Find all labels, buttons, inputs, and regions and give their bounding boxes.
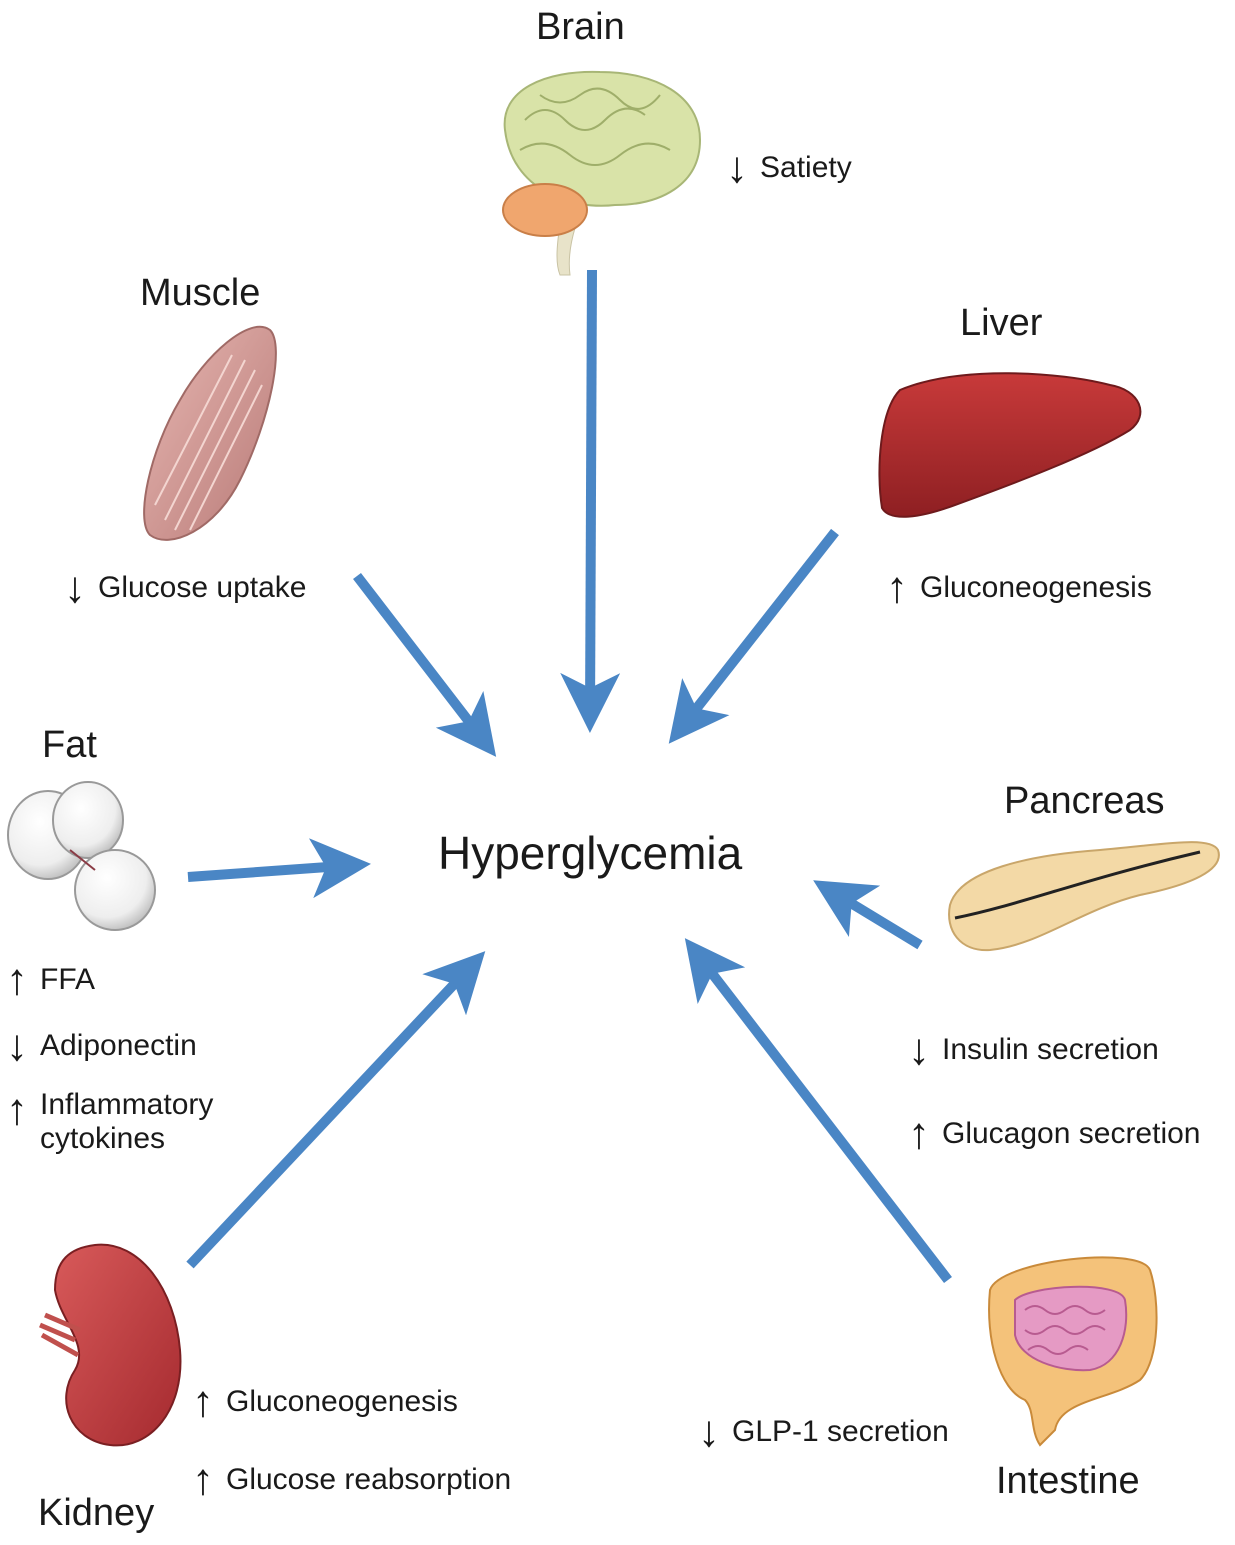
up-arrow-icon: ↑	[908, 1109, 930, 1158]
intestine-illustration	[988, 1256, 1158, 1447]
effect-liver-gluconeogenesis: ↑ Gluconeogenesis	[882, 566, 1152, 610]
effect-label: Gluconeogenesis	[226, 1385, 458, 1418]
arrow-pancreas	[813, 880, 923, 950]
liver-illustration	[878, 372, 1142, 518]
flow-arrows	[186, 269, 952, 1284]
organ-name-kidney: Kidney	[38, 1492, 155, 1534]
effect-label: GLP-1 secretion	[732, 1415, 949, 1448]
down-arrow-icon: ↓	[908, 1025, 930, 1074]
fat-illustration	[7, 781, 156, 931]
pancreas-effects: ↓ Insulin secretion ↑ Glucagon secretion	[904, 1028, 1201, 1172]
organ-name-fat: Fat	[42, 724, 97, 766]
effect-label: Gluconeogenesis	[920, 571, 1152, 604]
effect-kidney-gluconeogenesis: ↑ Gluconeogenesis	[188, 1380, 511, 1424]
effect-label-group: Inflammatory cytokines	[40, 1088, 213, 1156]
up-arrow-icon: ↑	[192, 1377, 214, 1426]
center-label: Hyperglycemia	[438, 827, 743, 879]
effect-muscle-glucose-uptake: ↓ Glucose uptake	[60, 566, 306, 610]
down-arrow-icon: ↓	[698, 1407, 720, 1456]
effect-intestine-glp1-secretion: ↓ GLP-1 secretion	[694, 1410, 949, 1454]
down-arrow-icon: ↓	[64, 563, 86, 612]
effect-label: FFA	[40, 963, 96, 996]
organ-name-muscle: Muscle	[140, 272, 261, 314]
brain-illustration	[502, 70, 702, 276]
effect-label: Glucose uptake	[98, 571, 307, 604]
effect-kidney-glucose-reabsorption: ↑ Glucose reabsorption	[188, 1458, 511, 1502]
muscle-illustration	[143, 325, 277, 541]
up-arrow-icon: ↑	[886, 563, 908, 612]
organ-name-intestine: Intestine	[996, 1460, 1140, 1502]
effect-fat-adiponectin: ↓ Adiponectin	[2, 1024, 213, 1068]
arrow-liver	[668, 528, 839, 744]
effect-label: Glucose reabsorption	[226, 1463, 512, 1496]
effect-label: Satiety	[760, 151, 852, 184]
down-arrow-icon: ↓	[726, 143, 748, 192]
effect-label: Insulin secretion	[942, 1033, 1159, 1066]
organ-name-pancreas: Pancreas	[1004, 780, 1165, 822]
up-arrow-icon: ↑	[6, 955, 28, 1004]
organ-name-brain: Brain	[536, 6, 625, 48]
up-arrow-icon: ↑	[6, 1085, 28, 1134]
arrow-intestine	[684, 938, 952, 1284]
effect-pancreas-insulin-secretion: ↓ Insulin secretion	[904, 1028, 1201, 1072]
arrow-fat	[187, 838, 371, 899]
arrow-brain	[560, 269, 621, 733]
down-arrow-icon: ↓	[6, 1021, 28, 1070]
arrow-muscle	[353, 572, 497, 757]
kidney-illustration	[39, 1243, 182, 1447]
organ-name-liver: Liver	[960, 302, 1043, 344]
effect-label: Inflammatory	[40, 1088, 214, 1121]
effect-brain-satiety: ↓ Satiety	[722, 146, 852, 190]
effect-label: Glucagon secretion	[942, 1117, 1201, 1150]
effect-label: Adiponectin	[40, 1029, 197, 1062]
pancreas-illustration	[948, 841, 1220, 952]
up-arrow-icon: ↑	[192, 1455, 214, 1504]
fat-effects: ↑ FFA ↓ Adiponectin ↑ Inflammatory cytok…	[2, 958, 213, 1172]
effect-fat-inflammatory-cytokines: ↑ Inflammatory cytokines	[2, 1088, 213, 1156]
effect-label-line2: cytokines	[40, 1122, 166, 1155]
effect-fat-ffa: ↑ FFA	[2, 958, 213, 1002]
effect-pancreas-glucagon-secretion: ↑ Glucagon secretion	[904, 1112, 1201, 1156]
kidney-effects: ↑ Gluconeogenesis ↑ Glucose reabsorption	[188, 1380, 511, 1518]
arrow-kidney	[186, 951, 486, 1269]
